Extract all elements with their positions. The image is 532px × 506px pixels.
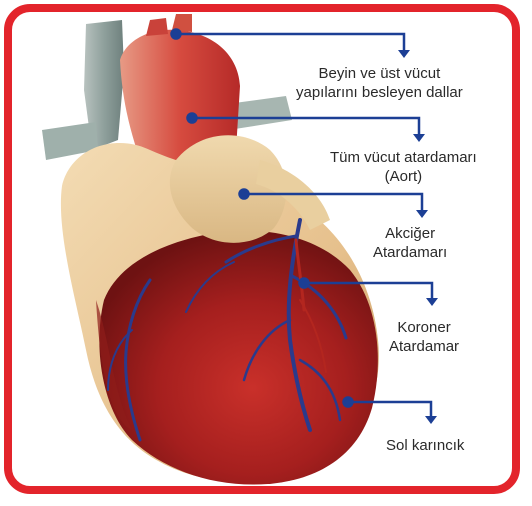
label-left-ventricle: Sol karıncık: [386, 436, 464, 455]
label-line: yapılarını besleyen dallar: [296, 83, 463, 102]
label-brain-upper-body-branches: Beyin ve üst vücut yapılarını besleyen d…: [296, 64, 463, 102]
label-line: Tüm vücut atardamarı: [330, 148, 477, 167]
label-line: Akciğer: [373, 224, 447, 243]
label-line: (Aort): [330, 167, 477, 186]
label-line: Beyin ve üst vücut: [296, 64, 463, 83]
label-line: Sol karıncık: [386, 436, 464, 455]
label-coronary-artery: Koroner Atardamar: [389, 318, 459, 356]
label-aorta: Tüm vücut atardamarı (Aort): [330, 148, 477, 186]
label-line: Atardamar: [389, 337, 459, 356]
label-pulmonary-artery: Akciğer Atardamarı: [373, 224, 447, 262]
label-line: Atardamarı: [373, 243, 447, 262]
label-line: Koroner: [389, 318, 459, 337]
